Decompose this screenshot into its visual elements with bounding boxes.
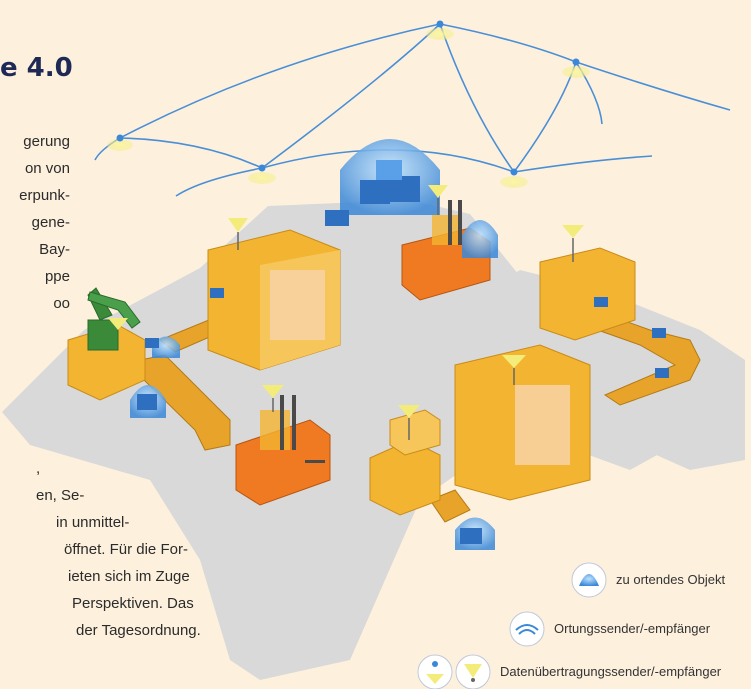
text-line: öffnet. Für die For- (64, 541, 188, 558)
text-line: gene- (31, 214, 70, 231)
transmitter-icon (108, 185, 584, 440)
text-line: , (36, 460, 41, 477)
object-icon (130, 139, 669, 550)
page-title: e 4.0 (0, 53, 73, 83)
text-line: ieten sich im Zuge (68, 568, 190, 585)
machine (67, 229, 636, 516)
legend-icons (417, 562, 607, 689)
text-line: Perspektiven. Das (72, 595, 194, 612)
text-line: en, Se- (36, 487, 85, 504)
text-line: Bay- (39, 241, 70, 258)
legend-label-locator: Ortungssender/-empfänger (554, 621, 711, 636)
network-node (107, 20, 590, 188)
text-line: der Tagesordnung. (76, 622, 201, 639)
text-line: gerung (23, 133, 70, 150)
text-line: oo (53, 295, 70, 312)
legend-label-object: zu ortendes Objekt (616, 572, 726, 587)
text-line: in unmittel- (56, 514, 130, 531)
text-line: erpunk- (19, 187, 70, 204)
text-line: on von (24, 160, 70, 177)
legend-label-transmitter: Datenübertragungssender/-empfänger (500, 664, 722, 679)
text-line: ppe (44, 268, 70, 285)
